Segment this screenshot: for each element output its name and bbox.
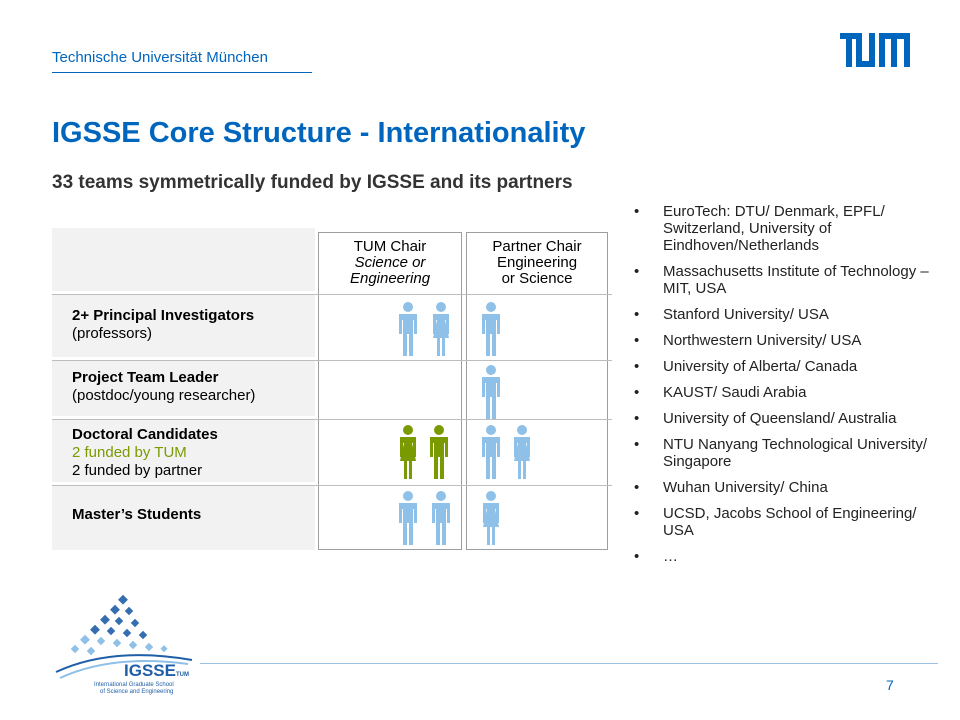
row-title: 2+ Principal Investigators: [72, 307, 255, 324]
col2-line2: Engineering: [496, 254, 578, 271]
row-label-masters-students: Master’s Students: [72, 506, 201, 524]
male-person-icon: [399, 302, 417, 356]
partner-chair-header: Partner Chair Engineering or Science: [467, 239, 607, 287]
list-item: Massachusetts Institute of Technology – …: [630, 263, 930, 297]
female-person-icon: [483, 491, 499, 545]
female-person-icon-green: [400, 425, 416, 479]
row-bg-masters: [52, 485, 315, 550]
row-subtitle: (professors): [72, 325, 153, 342]
slide-subtitle: 33 teams symmetrically funded by IGSSE a…: [52, 172, 573, 193]
slide-title: IGSSE Core Structure - Internationality: [52, 117, 586, 149]
list-item: University of Queensland/ Australia: [630, 410, 930, 427]
igsse-logo-line2: of Science and Engineering: [100, 689, 173, 695]
male-person-icon: [399, 491, 417, 545]
row-title: Doctoral Candidates: [72, 426, 218, 443]
female-person-icon: [433, 302, 449, 356]
row-title: Project Team Leader: [72, 369, 219, 386]
university-name: Technische Universität München: [52, 49, 268, 66]
col1-line2: Science or: [354, 254, 426, 271]
header-cell-empty: [52, 228, 315, 294]
tum-logo: [840, 33, 910, 67]
col2-line3: or Science: [501, 270, 573, 287]
male-person-icon-green: [430, 425, 448, 479]
row-subtitle: (postdoc/young researcher): [72, 387, 256, 404]
col2-line1: Partner Chair: [492, 238, 582, 255]
male-person-icon: [482, 302, 500, 356]
row-label-principal-investigators: 2+ Principal Investigators (professors): [72, 307, 254, 343]
male-person-icon: [482, 425, 500, 479]
row-label-doctoral-candidates: Doctoral Candidates 2 funded by TUM 2 fu…: [72, 426, 218, 480]
list-item: University of Alberta/ Canada: [630, 358, 930, 375]
igsse-logo-suffix: TUM: [176, 672, 189, 678]
row-label-project-team-leader: Project Team Leader (postdoc/young resea…: [72, 369, 255, 405]
row-bg-ptl: [52, 360, 315, 419]
page-number: 7: [886, 677, 894, 693]
igsse-logo-name: IGSSE: [124, 661, 176, 680]
list-item: NTU Nanyang Technological University/ Si…: [630, 436, 930, 470]
row-bg-doctoral: [52, 419, 315, 485]
list-item: Wuhan University/ China: [630, 479, 930, 496]
header-underline: [52, 72, 312, 73]
footer-line: [200, 663, 938, 664]
core-structure-table: TUM Chair Science or Engineering Partner…: [52, 228, 612, 550]
row-separator: [52, 294, 612, 295]
list-item: Northwestern University/ USA: [630, 332, 930, 349]
row-title: Master’s Students: [72, 506, 202, 523]
row-separator: [52, 419, 612, 420]
tum-chair-column: TUM Chair Science or Engineering: [318, 232, 462, 550]
igsse-logo-line1: International Graduate School: [94, 682, 174, 688]
row-separator: [52, 360, 612, 361]
list-item: Stanford University/ USA: [630, 306, 930, 323]
col1-line3: Engineering: [349, 270, 431, 287]
female-person-icon: [514, 425, 530, 479]
male-person-icon: [482, 365, 500, 419]
row-subtitle: 2 funded by partner: [72, 462, 203, 479]
list-item: UCSD, Jacobs School of Engineering/ USA: [630, 505, 930, 539]
list-item: EuroTech: DTU/ Denmark, EPFL/ Switzerlan…: [630, 203, 930, 254]
partner-list: EuroTech: DTU/ Denmark, EPFL/ Switzerlan…: [630, 203, 930, 574]
igsse-logo: IGSSE TUM International Graduate School …: [55, 594, 193, 695]
row-green-note: 2 funded by TUM: [72, 444, 187, 461]
list-item: …: [630, 548, 930, 565]
row-bg-pi: [52, 294, 315, 360]
row-separator: [52, 485, 612, 486]
col1-line1: TUM Chair: [353, 238, 427, 255]
tum-chair-header: TUM Chair Science or Engineering: [319, 239, 461, 287]
list-item: KAUST/ Saudi Arabia: [630, 384, 930, 401]
male-person-icon: [432, 491, 450, 545]
